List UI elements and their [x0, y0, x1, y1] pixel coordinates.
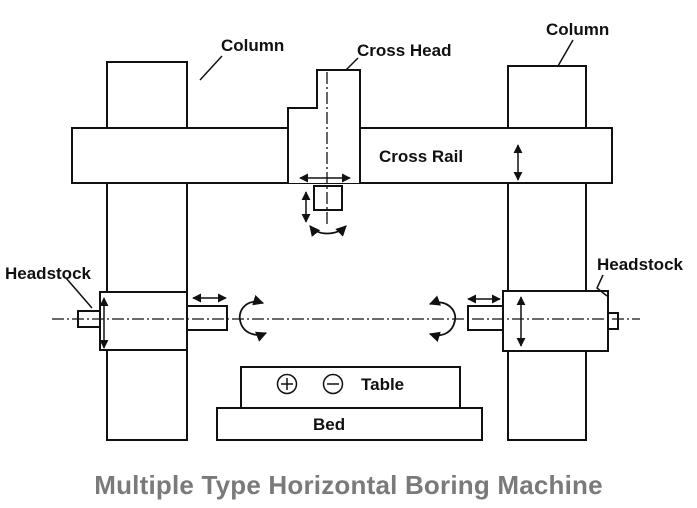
left-column [106, 61, 188, 441]
column-right-leader [557, 39, 574, 67]
table-plus-icon [276, 373, 298, 395]
label-bed: Bed [313, 415, 345, 434]
label-cross-head: Cross Head [357, 41, 451, 60]
diagram-caption: Multiple Type Horizontal Boring Machine [94, 470, 603, 500]
label-headstock-right: Headstock [597, 255, 684, 274]
cross-head-leader [345, 57, 359, 71]
column-left-leader [199, 55, 223, 81]
right-stub [607, 312, 619, 330]
table-minus-icon [322, 373, 344, 395]
cross-head-tool [313, 185, 343, 211]
work-table [240, 366, 461, 409]
right-spindle [467, 305, 504, 331]
label-headstock-left: Headstock [5, 264, 92, 283]
cross-head-rotation-arrow [309, 225, 347, 237]
headstock-right-leader [596, 274, 608, 297]
left-spindle [186, 305, 228, 331]
right-column [507, 65, 587, 441]
bed [216, 407, 483, 441]
label-table: Table [361, 375, 404, 394]
label-cross-rail: Cross Rail [379, 147, 463, 166]
left-headstock [99, 291, 188, 351]
right-headstock [502, 290, 609, 352]
left-rotation-arrow [238, 294, 267, 342]
right-rotation-arrow [428, 295, 457, 343]
headstock-left-leader [65, 277, 93, 309]
label-column-right: Column [546, 20, 609, 39]
cross-head [287, 69, 361, 183]
label-column-left: Column [221, 36, 284, 55]
